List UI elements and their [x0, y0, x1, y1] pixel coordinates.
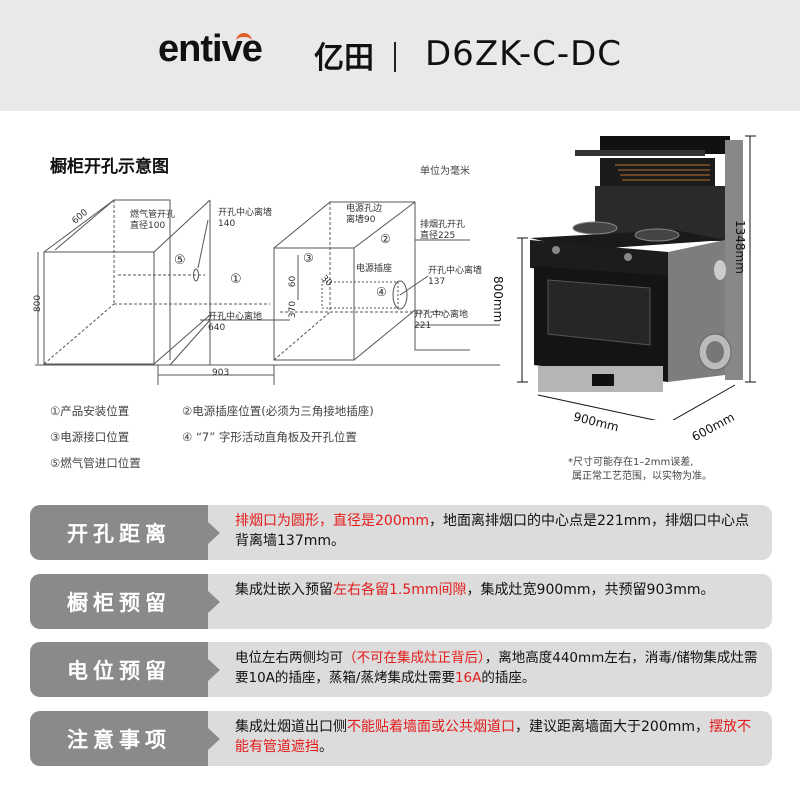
diagram-title: 橱柜开孔示意图	[50, 157, 169, 177]
legend-item-4: ④ “7” 字形活动直角板及开孔位置	[182, 430, 357, 444]
section-hole-distance: 开孔距离 排烟口为圆形，直径是200mm，地面离排烟口的中心点是221mm，排烟…	[30, 505, 772, 560]
section-body: 排烟口为圆形，直径是200mm，地面离排烟口的中心点是221mm，排烟口中心点背…	[208, 505, 772, 560]
label-power-edge: 电源孔边 离墙90	[346, 204, 383, 225]
integrated-stove-illustration	[517, 135, 756, 424]
label-center-wall-140: 开孔中心离墙 140	[218, 208, 273, 229]
tolerance-note: *尺寸可能存在1–2mm误差, 属正常工艺范围，以实物为准。	[568, 457, 712, 482]
brand-accent-arc-icon	[236, 33, 252, 41]
dim-370: 370	[288, 300, 299, 319]
tag-arrow-icon	[208, 522, 220, 544]
tag-arrow-icon	[208, 591, 220, 613]
section-body: 电位左右两侧均可（不可在集成灶正背后），离地高度440mm左右，消毒/储物集成灶…	[208, 642, 772, 697]
marker-4: ④	[376, 285, 387, 299]
legend-item-5: ⑤燃气管进口位置	[50, 456, 141, 470]
section-body: 集成灶烟道出口侧不能贴着墙面或公共烟道口，建议距离墙面大于200mm，摆放不能有…	[208, 711, 772, 766]
tag-arrow-icon	[208, 659, 220, 681]
unit-note: 单位为毫米	[420, 166, 470, 177]
dim-60: 60	[288, 275, 299, 288]
label-center-wall-137: 开孔中心离墙 137	[428, 266, 483, 287]
header-divider	[394, 42, 396, 72]
section-tag: 注意事项	[30, 711, 208, 766]
legend-item-2: ②电源插座位置(必须为三角接地插座)	[182, 404, 374, 418]
dim-width-903: 903	[212, 368, 230, 378]
dim-counter-height: 800mm	[491, 276, 505, 323]
brand-logo-cn: 亿田	[314, 41, 374, 76]
section-tag: 橱柜预留	[30, 574, 208, 629]
legend-item-3: ③电源接口位置	[50, 430, 130, 444]
section-power-reserve: 电位预留 电位左右两侧均可（不可在集成灶正背后），离地高度440mm左右，消毒/…	[30, 642, 772, 697]
label-socket: 电源插座	[356, 264, 393, 274]
legend-item-1: ①产品安装位置	[50, 404, 130, 418]
label-gas-hole: 燃气管开孔 直径100	[130, 210, 176, 231]
label-center-floor-640: 开孔中心离地 640	[208, 312, 263, 333]
model-number: D6ZK-C-DC	[425, 34, 623, 74]
label-center-floor-221: 开孔中心离地 221	[414, 310, 469, 331]
section-body: 集成灶嵌入预留左右各留1.5mm间隙，集成灶宽900mm，共预留903mm。	[208, 574, 772, 629]
section-tag: 电位预留	[30, 642, 208, 697]
section-tag: 开孔距离	[30, 505, 208, 560]
marker-5: ⑤	[174, 253, 186, 268]
label-exhaust-hole: 排烟孔开孔 直径225	[420, 220, 466, 241]
cabinet-cutout-diagram: 600 800 燃气管开孔 直径100 开孔中心离墙 140 ⑤ ① 开孔中心离…	[30, 180, 500, 395]
product-image	[500, 120, 790, 424]
section-precautions: 注意事项 集成灶烟道出口侧不能贴着墙面或公共烟道口，建议距离墙面大于200mm，…	[30, 711, 772, 766]
marker-2: ②	[380, 232, 391, 246]
tag-arrow-icon	[208, 728, 220, 750]
cabinet-line-drawing	[35, 199, 500, 385]
marker-1: ①	[230, 272, 242, 287]
dim-total-height: 1348mm	[733, 220, 747, 274]
dim-height-800: 800	[33, 294, 44, 313]
marker-3: ③	[303, 251, 314, 265]
header-banner: entive 亿田 D6ZK-C-DC	[0, 0, 800, 111]
section-cabinet-reserve: 橱柜预留 集成灶嵌入预留左右各留1.5mm间隙，集成灶宽900mm，共预留903…	[30, 574, 772, 629]
